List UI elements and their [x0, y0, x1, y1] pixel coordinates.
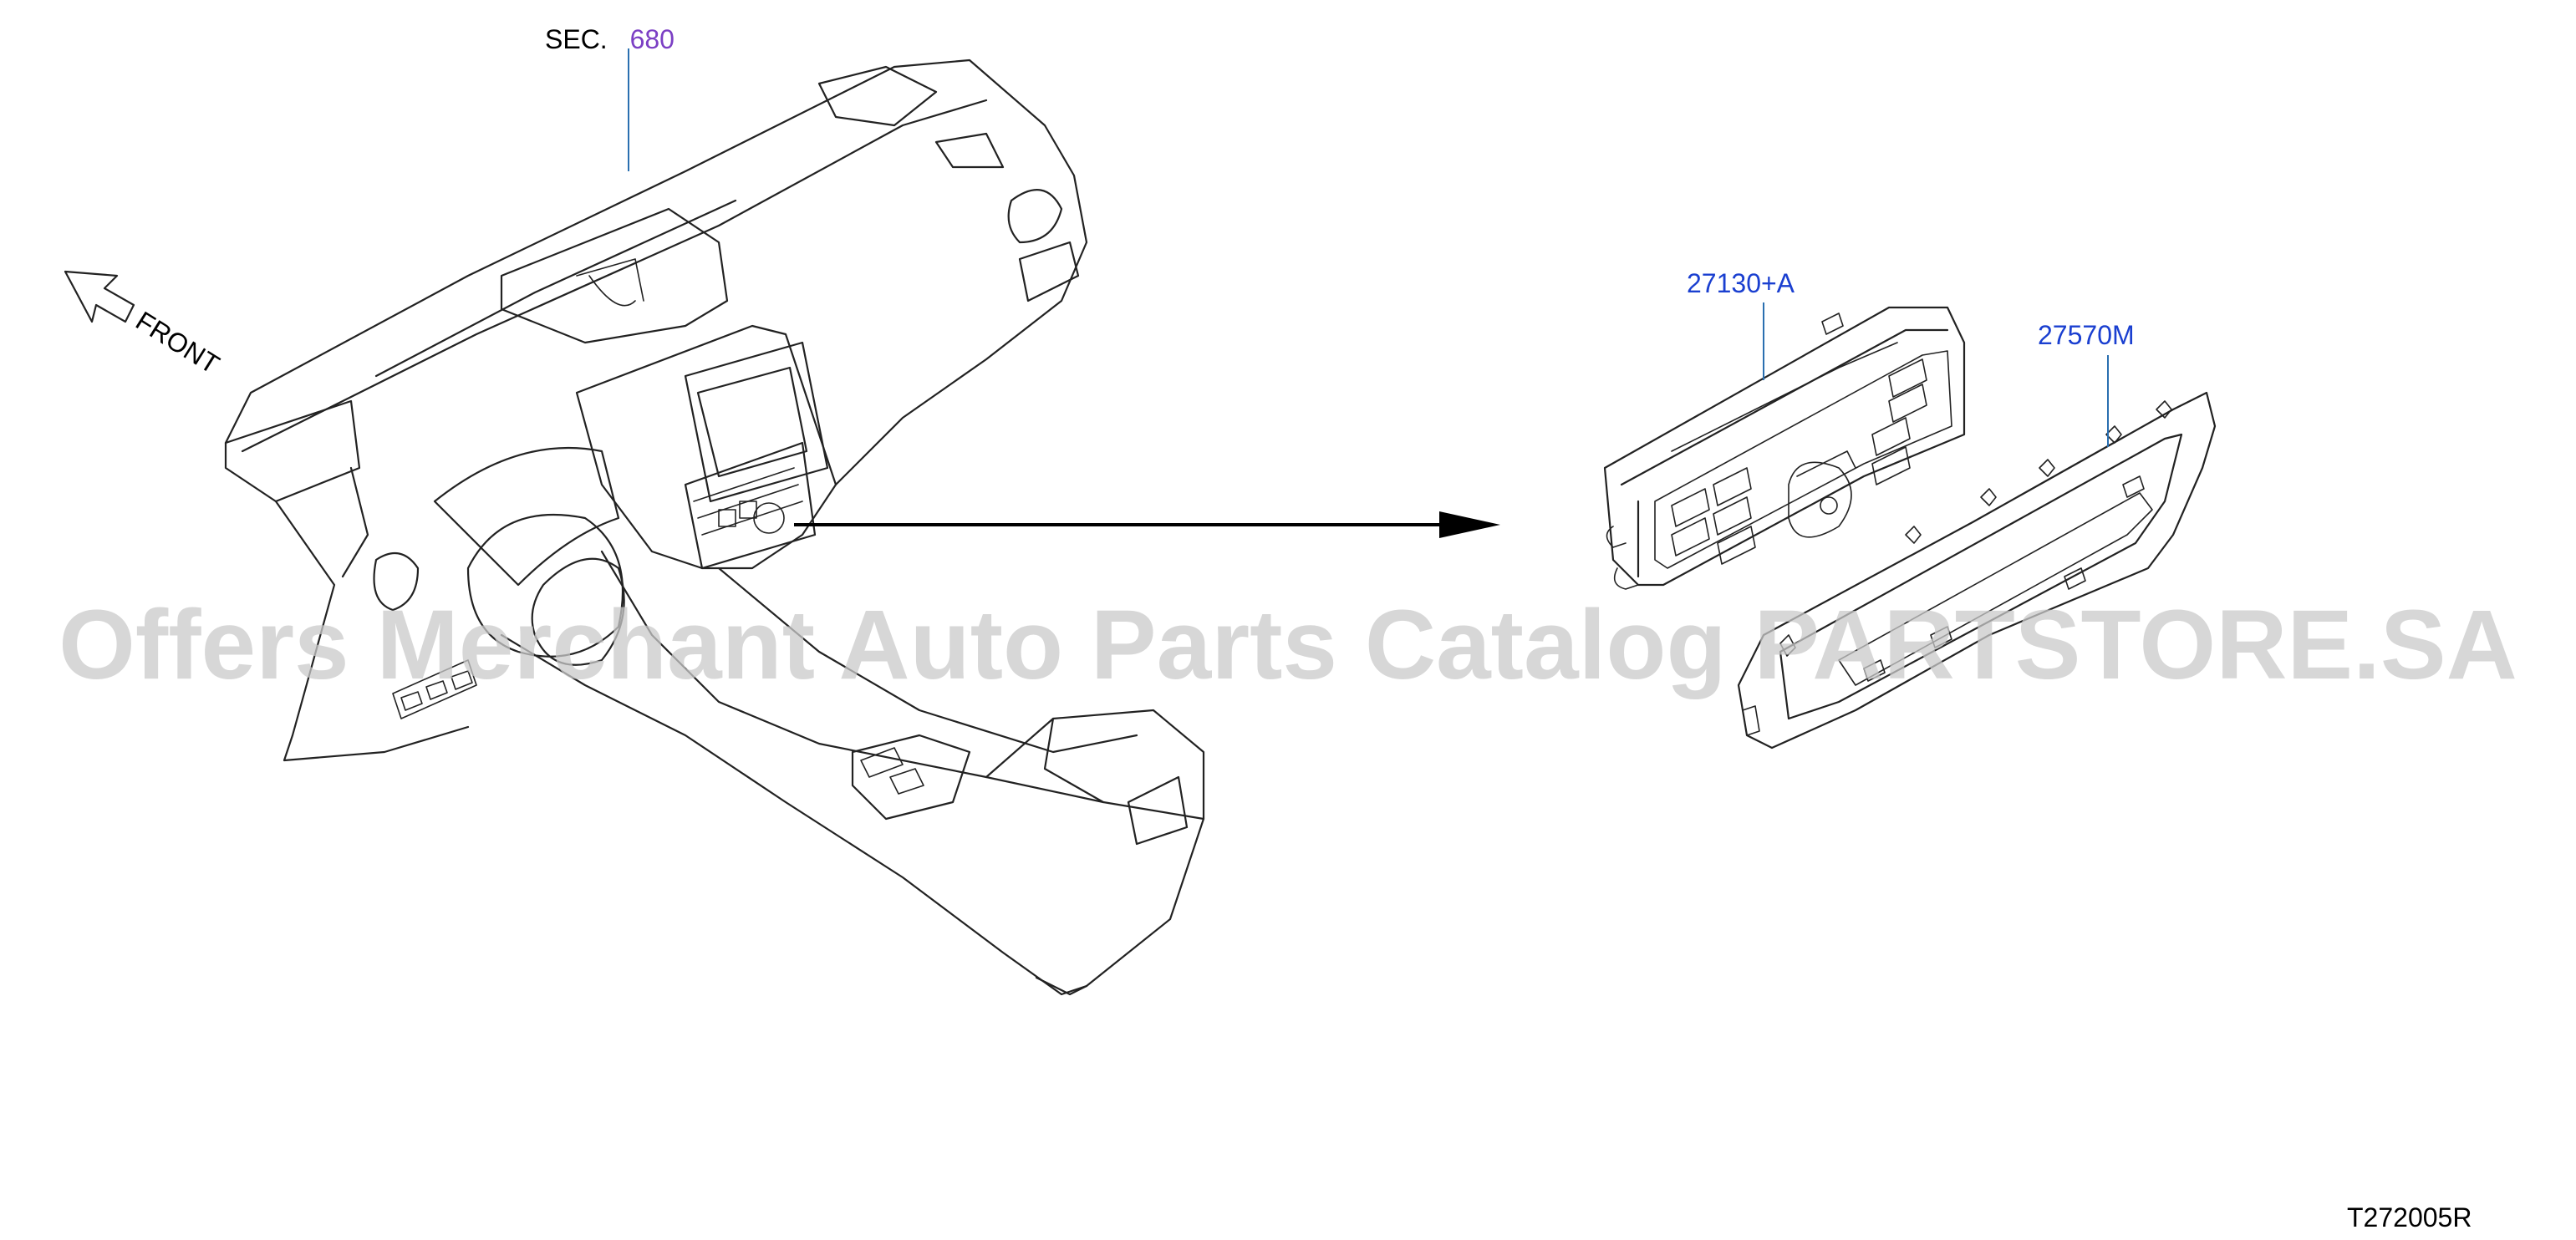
- pointer-arrow: [794, 511, 1500, 538]
- front-label: FRONT: [130, 305, 225, 379]
- front-arrow-icon: [64, 270, 135, 323]
- finisher-drawing: [1737, 391, 2217, 750]
- watermark: Offers Merchant Auto Parts Catalog PARTS…: [59, 590, 2517, 700]
- sec-label: SEC. 680: [545, 24, 675, 54]
- sec-prefix: SEC.: [545, 24, 608, 54]
- figure-code: T272005R: [2347, 1202, 2472, 1232]
- dashboard-drawing: [224, 58, 1205, 996]
- control-assembly-drawing: [1603, 306, 1966, 590]
- callout-finisher: 27570M: [2038, 320, 2135, 350]
- callout-control-assembly: 27130+A: [1687, 268, 1795, 298]
- sec-number: 680: [630, 24, 675, 54]
